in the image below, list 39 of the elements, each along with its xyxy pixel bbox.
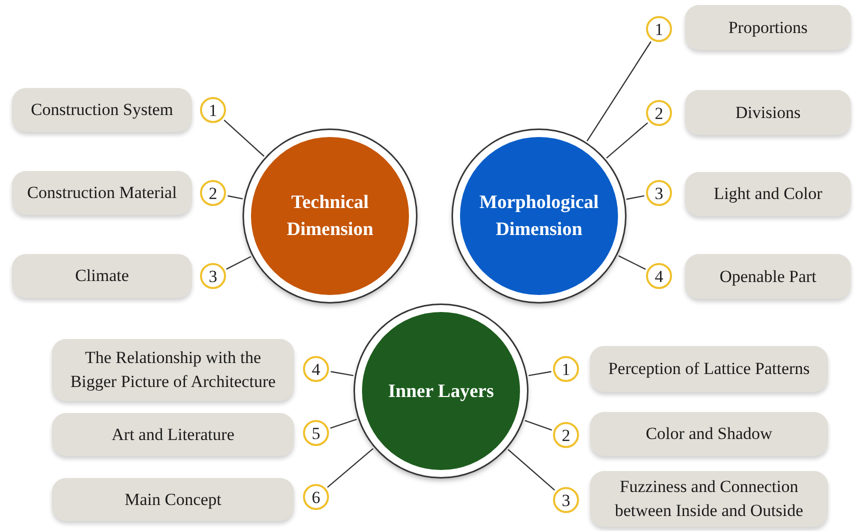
connector-line — [330, 371, 354, 376]
connector-line — [586, 41, 652, 142]
connector-line — [606, 122, 648, 158]
number-badge: 2 — [553, 422, 579, 448]
label-box: Climate — [12, 254, 192, 298]
label-box: Color and Shadow — [590, 412, 828, 456]
number-badge: 4 — [646, 263, 672, 289]
number-badge: 6 — [303, 484, 329, 510]
number-badge: 2 — [646, 100, 672, 126]
label-box: Art and Literature — [52, 413, 294, 456]
dimension-title: Morphological Dimension — [478, 191, 600, 242]
label-box: Fuzziness and Connection between Inside and Outside — [590, 471, 828, 527]
number-badge: 3 — [646, 180, 672, 206]
label-box: Openable Part — [685, 254, 851, 299]
label-box: Perception of Lattice Patterns — [590, 346, 828, 392]
label-box: Main Concept — [52, 478, 294, 521]
connector-line — [228, 195, 243, 200]
label-box: Construction System — [12, 88, 192, 132]
number-badge: 1 — [553, 356, 579, 382]
label-box: Light and Color — [685, 172, 851, 216]
dimension-title: Technical Dimension — [286, 191, 374, 242]
connector-line — [330, 418, 357, 429]
number-badge: 1 — [646, 16, 672, 42]
connector-line — [626, 195, 644, 200]
dimension-title: Inner Layers — [388, 380, 494, 404]
label-box: Construction Material — [12, 171, 192, 215]
number-badge: 3 — [553, 487, 579, 513]
connector-line — [508, 449, 556, 491]
connector-line — [528, 371, 552, 376]
connector-line — [327, 448, 374, 488]
label-box: Divisions — [685, 90, 851, 135]
label-box: The Relationship with the Bigger Picture of Architecture — [52, 339, 294, 401]
connector-line — [224, 120, 264, 157]
number-badge: 4 — [303, 356, 329, 382]
number-badge: 3 — [200, 263, 226, 289]
number-badge: 2 — [200, 180, 226, 206]
number-badge: 5 — [303, 420, 329, 446]
number-badge: 1 — [200, 97, 226, 123]
label-box: Proportions — [685, 5, 851, 50]
